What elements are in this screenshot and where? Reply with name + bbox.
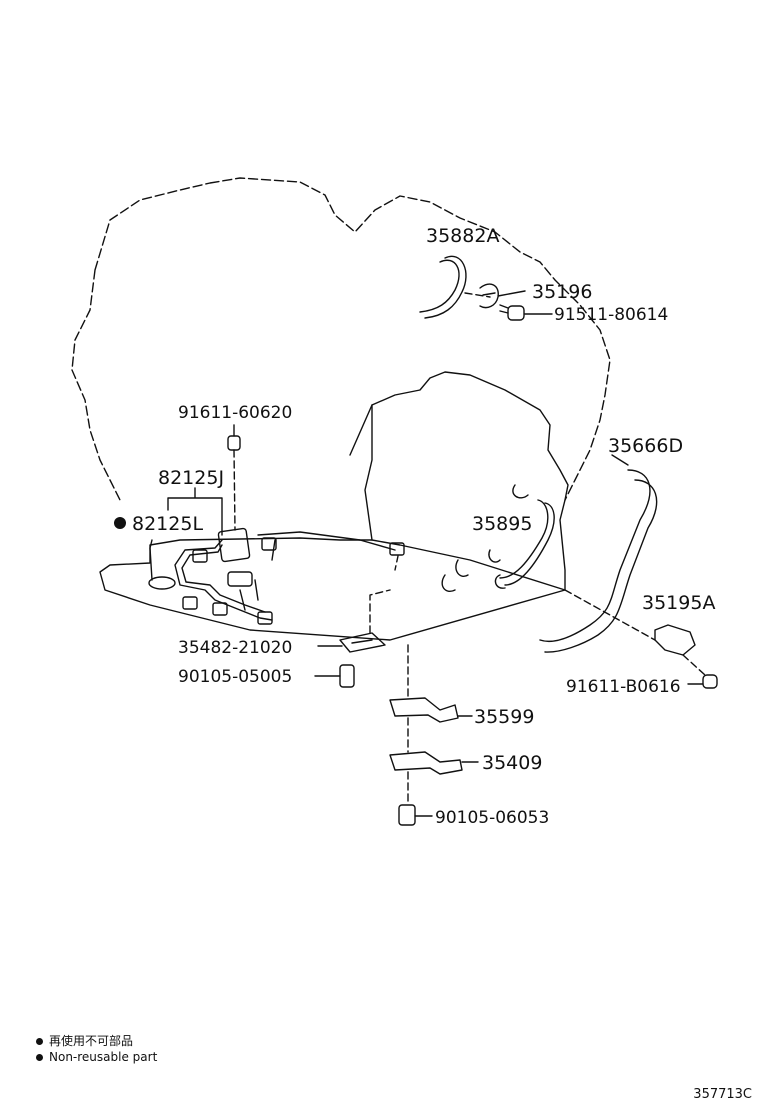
label-91611-B0616: 91611-B0616 (566, 677, 681, 697)
legend-dot-2 (36, 1054, 43, 1061)
label-35895: 35895 (472, 513, 532, 535)
leader-35882A (464, 292, 491, 298)
plate-35482-21020 (339, 632, 386, 653)
connector-2 (212, 602, 228, 616)
label-35599: 35599 (474, 706, 534, 728)
hose-35895-inner (499, 499, 549, 579)
hose-35882A-inner (424, 255, 467, 319)
bolt-91511-80614 (507, 305, 525, 321)
hose-35882A (419, 259, 460, 313)
connector-3 (257, 611, 273, 625)
bell-housing-inner (364, 404, 373, 541)
connector-4 (261, 537, 277, 551)
oil-pan-plate (99, 537, 566, 641)
hose-35666D (539, 469, 651, 642)
leader-35666D (611, 454, 629, 466)
label-35196: 35196 (532, 281, 592, 303)
label-91511-80614: 91511-80614 (554, 305, 668, 325)
bracket-35409 (389, 751, 463, 775)
hose-35666D-inner (544, 479, 658, 653)
legend-line-jp: 再使用不可部品 (36, 1032, 133, 1049)
non-reusable-dot (114, 517, 126, 529)
sensor-plug (227, 571, 253, 587)
clamp-35195A (654, 624, 696, 656)
leader-82125L (149, 539, 153, 581)
leader-91611-60620-down (233, 449, 236, 531)
bolt-91611-B0616 (702, 674, 718, 689)
bell-housing (349, 371, 569, 591)
connector-1 (192, 549, 208, 563)
wire-harness-2 (181, 544, 266, 613)
label-35409: 35409 (482, 752, 542, 774)
connector-5 (182, 596, 198, 610)
label-82125J: 82125J (158, 467, 224, 489)
diagram-reference: 357713C (693, 1087, 752, 1102)
wire-harness (174, 531, 396, 621)
label-35882A: 35882A (426, 225, 499, 247)
case-boss-4 (512, 484, 529, 499)
leader-35195A-bolt (682, 654, 706, 676)
transmission-case-outline (71, 177, 611, 501)
clamp-35196 (479, 283, 499, 309)
case-boss-1 (441, 574, 456, 592)
label-35666D: 35666D (608, 435, 683, 457)
label-91611-60620: 91611-60620 (178, 403, 292, 423)
bolt-90105-06053 (398, 804, 416, 826)
legend-jp-text: 再使用不可部品 (49, 1034, 134, 1048)
leader-35195A (564, 589, 656, 641)
hose-35895 (504, 502, 555, 586)
label-90105-06053: 90105-06053 (435, 808, 549, 828)
connector-main (217, 527, 251, 563)
label-82125L: 82125L (132, 513, 203, 535)
label-35482-21020: 35482-21020 (178, 638, 292, 658)
leader-35196 (497, 290, 526, 297)
legend-en-text: Non-reusable part (49, 1050, 158, 1064)
o-ring-82125L (148, 576, 176, 590)
legend-dot-1 (36, 1038, 43, 1045)
bracket-35599 (389, 697, 459, 723)
label-35195A: 35195A (642, 592, 715, 614)
legend-line-en: Non-reusable part (36, 1050, 157, 1064)
leader-plate-up (369, 589, 391, 634)
sensor-end (389, 542, 405, 556)
bolt-91611-60620 (227, 435, 241, 451)
case-boss-3 (488, 549, 501, 563)
case-boss-2 (455, 559, 469, 577)
bolt-90105-05005 (339, 664, 355, 688)
leader-82125J (167, 487, 223, 536)
label-90105-05005: 90105-05005 (178, 667, 292, 687)
